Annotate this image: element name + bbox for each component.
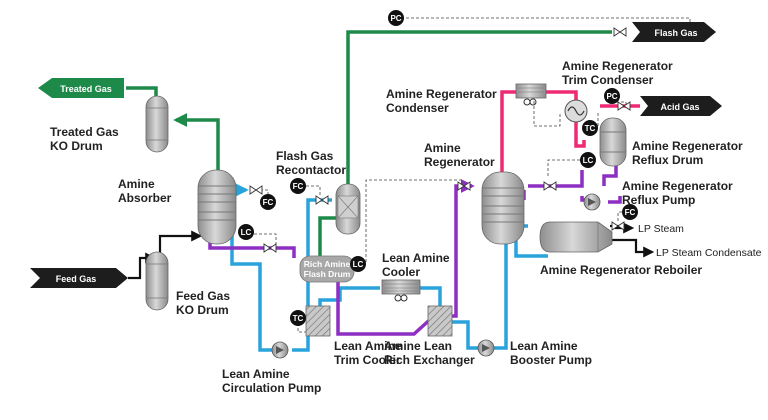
svg-text:Flash Drum: Flash Drum: [304, 269, 351, 279]
svg-text:Cooler: Cooler: [382, 265, 420, 279]
treated-gas-ko-drum: [145, 95, 169, 153]
svg-text:Trim Condenser: Trim Condenser: [562, 73, 654, 87]
svg-text:Lean Amine: Lean Amine: [382, 251, 450, 265]
instrument-lc-flash-drum: LC: [350, 256, 366, 272]
svg-text:Amine Lean: Amine Lean: [384, 339, 452, 353]
instrument-pc-acid-gas: PC: [604, 88, 620, 104]
treated-gas-tag: Treated Gas: [38, 78, 124, 98]
svg-text:KO Drum: KO Drum: [176, 303, 229, 317]
svg-text:Amine Regenerator: Amine Regenerator: [622, 179, 733, 193]
svg-text:Acid Gas: Acid Gas: [660, 102, 699, 112]
svg-text:FC: FC: [263, 198, 274, 207]
feed-gas-tag: Feed Gas: [30, 268, 128, 288]
svg-text:Amine Regenerator Reboiler: Amine Regenerator Reboiler: [540, 263, 702, 277]
amine-lean-rich-exchanger: [427, 305, 453, 337]
svg-text:Amine Regenerator: Amine Regenerator: [562, 59, 673, 73]
svg-text:PC: PC: [606, 92, 617, 101]
svg-text:Lean Amine: Lean Amine: [510, 339, 578, 353]
amine-absorber: [197, 169, 237, 245]
instrument-tc-condenser: TC: [582, 120, 598, 136]
svg-text:Feed Gas: Feed Gas: [56, 274, 97, 284]
svg-text:Rich Exchanger: Rich Exchanger: [384, 353, 475, 367]
svg-text:Condenser: Condenser: [386, 101, 449, 115]
equipment-labels: Treated Gas KO Drum Amine Absorber Feed …: [50, 59, 762, 395]
feed-gas-ko-drum: [145, 251, 169, 311]
amine-regenerator-reflux-drum: [599, 117, 627, 167]
svg-text:Trim Cooler: Trim Cooler: [334, 353, 401, 367]
control-valves: [249, 27, 631, 253]
amine-regenerator-trim-condenser: [564, 99, 588, 123]
svg-text:PC: PC: [390, 14, 401, 23]
lean-amine-cooler: [381, 279, 421, 302]
svg-text:LC: LC: [583, 156, 594, 165]
svg-text:Lean Amine: Lean Amine: [222, 367, 290, 381]
acid-gas-lines: [500, 90, 640, 174]
svg-text:Amine: Amine: [424, 141, 461, 155]
svg-text:Feed Gas: Feed Gas: [176, 289, 230, 303]
instrument-fc-recontactor: FC: [290, 178, 306, 194]
flash-gas-recontactor: [335, 183, 361, 235]
svg-text:LC: LC: [241, 228, 252, 237]
svg-text:Amine Regenerator: Amine Regenerator: [632, 139, 743, 153]
instrument-tc-trim-cooler: TC: [290, 310, 306, 326]
amine-regenerator-condenser: [515, 83, 547, 106]
acid-gas-tag: Acid Gas: [640, 96, 722, 116]
svg-text:LP Steam: LP Steam: [638, 223, 684, 235]
svg-text:Treated Gas: Treated Gas: [60, 84, 112, 94]
svg-text:KO Drum: KO Drum: [50, 139, 103, 153]
instrument-lc-reflux-drum: LC: [580, 152, 596, 168]
lean-amine-booster-pump: [477, 339, 495, 357]
svg-text:Rich Amine: Rich Amine: [304, 259, 351, 269]
svg-text:FC: FC: [293, 182, 304, 191]
svg-text:TC: TC: [585, 124, 596, 133]
instrument-fc-absorber: FC: [260, 194, 276, 210]
amine-regenerator-reflux-pump: [583, 193, 601, 211]
svg-text:TC: TC: [293, 314, 304, 323]
flash-gas-tag: Flash Gas: [632, 22, 716, 42]
svg-text:Booster Pump: Booster Pump: [510, 353, 592, 367]
svg-text:Amine Regenerator: Amine Regenerator: [386, 87, 497, 101]
label-treated-gas-ko-drum: Treated Gas: [50, 125, 119, 139]
amine-regenerator-reboiler: [539, 221, 613, 253]
svg-text:Flash Gas: Flash Gas: [654, 28, 697, 38]
svg-text:Reflux Drum: Reflux Drum: [632, 153, 703, 167]
instrument-fc-reboiler: FC: [622, 204, 638, 220]
svg-text:Amine: Amine: [118, 177, 155, 191]
svg-text:FC: FC: [625, 208, 636, 217]
svg-text:Reflux Pump: Reflux Pump: [622, 193, 695, 207]
svg-text:Lean Amine: Lean Amine: [334, 339, 402, 353]
svg-text:LC: LC: [353, 260, 364, 269]
svg-text:Flash Gas: Flash Gas: [276, 149, 334, 163]
svg-text:Absorber: Absorber: [118, 191, 172, 205]
svg-text:Regenerator: Regenerator: [424, 155, 495, 169]
rich-amine-flash-drum: Rich Amine Flash Drum: [299, 255, 355, 283]
svg-text:Recontactor: Recontactor: [276, 163, 346, 177]
instrument-lc-absorber: LC: [238, 224, 254, 240]
svg-text:Circulation Pump: Circulation Pump: [222, 381, 321, 395]
instrument-pc-flash-gas: PC: [388, 10, 404, 26]
lean-amine-trim-cooler: [305, 305, 331, 337]
lean-amine-circulation-pump: [271, 341, 289, 359]
amine-regenerator: [481, 171, 525, 245]
svg-text:LP Steam Condensate: LP Steam Condensate: [656, 247, 762, 259]
